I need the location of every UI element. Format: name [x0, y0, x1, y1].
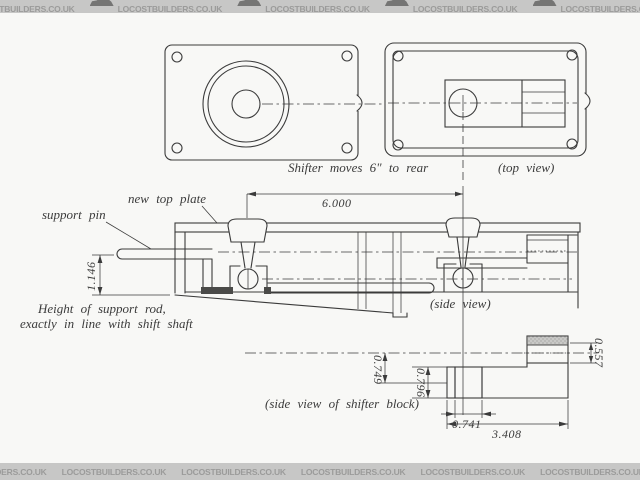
watermark-text: LOCOSTBUILDERS.CO.UK — [420, 466, 526, 477]
dim-0796: 0.796 — [414, 368, 428, 398]
watermark-text: LOCOSTBUILDERS.CO.UK — [181, 466, 286, 477]
car-icon — [532, 0, 557, 6]
watermark-text: LOCOSTBUILDERS.CO.UK — [412, 3, 518, 14]
watermark-unit: LOCOSTBUILDERS.CO.UK — [421, 467, 526, 477]
watermark-unit: LOCOSTBUILDERS.CO.UK — [237, 0, 370, 13]
shifter-hole — [231, 89, 261, 119]
watermark-unit: LOCOSTBUILDERS.CO.UK — [89, 0, 223, 14]
watermark-text: LOCOSTBUILDERS.CO.UK — [0, 3, 75, 14]
watermark-unit: LOCOSTBUILDERS.CO.UK — [532, 0, 640, 14]
side-view — [116, 217, 581, 318]
watermark-unit: LOCOSTBUILDERS.CO.UK — [181, 467, 286, 477]
watermark-text: LOCOSTBUILDERS.CO.UK — [0, 466, 47, 477]
note-support-rod-1: Height of support rod, — [37, 301, 166, 316]
dimension-tab-thickness: 0.557 — [570, 338, 606, 368]
dimension-block-length: 3.408 — [446, 400, 569, 441]
note-new-top-plate: new top plate — [128, 191, 206, 206]
dimension-shifter-travel: 6.000 — [246, 191, 463, 218]
watermark-unit: LOCOSTBUILDERS.CO.UK — [62, 467, 167, 477]
dim-6000: 6.000 — [322, 196, 352, 210]
dim-3408: 3.408 — [491, 427, 522, 441]
watermark-band-bottom: LOCOSTBUILDERS.CO.UK LOCOSTBUILDERS.CO.U… — [0, 463, 640, 480]
watermark-text: LOCOSTBUILDERS.CO.UK — [540, 466, 640, 477]
shifter-opening-outer — [202, 60, 290, 148]
shifter-knob-left — [227, 218, 268, 243]
shifter-block-detail — [245, 335, 597, 399]
watermark-text: LOCOSTBUILDERS.CO.UK — [560, 3, 640, 14]
dimension-slot-width: 0.741 — [441, 400, 496, 433]
new-top-plate-outline — [174, 222, 581, 233]
note-support-rod-2: exactly in line with shift shaft — [20, 316, 193, 331]
note-top-view: (top view) — [498, 160, 554, 175]
support-pin-rod — [116, 248, 213, 260]
car-icon — [384, 0, 409, 6]
watermark-unit: LOCOSTBUILDERS.CO.UK — [384, 0, 518, 14]
car-icon — [237, 0, 262, 6]
note-block-view: (side view of shifter block) — [265, 396, 419, 411]
dim-1146: 1.146 — [84, 262, 98, 292]
note-support-pin: support pin — [42, 207, 106, 222]
watermark-unit: LOCOSTBUILDERS.CO.UK — [540, 467, 640, 477]
dimension-support-rod-height: 1.146 — [84, 254, 170, 296]
shifter-block-top-view — [444, 79, 566, 128]
drawing-notes: Shifter moves 6" to rear (top view) new … — [20, 160, 554, 411]
dim-0557: 0.557 — [592, 338, 606, 368]
watermark-text: LOCOSTBUILDERS.CO.UK — [265, 3, 370, 14]
note-side-view: (side view) — [430, 296, 491, 311]
watermark-text: LOCOSTBUILDERS.CO.UK — [300, 466, 406, 477]
shaft-slot — [454, 366, 483, 399]
top-view-left-plate — [164, 44, 384, 161]
watermark-text: LOCOSTBUILDERS.CO.UK — [61, 466, 167, 477]
watermark-unit: LOCOSTBUILDERS.CO.UK — [0, 0, 75, 14]
dimension-center-depth: 0.749 — [371, 353, 447, 385]
watermark-unit: LOCOSTBUILDERS.CO.UK — [301, 467, 406, 477]
dimension-block-thickness: 0.796 — [412, 366, 447, 399]
note-shifter-moves: Shifter moves 6" to rear — [288, 160, 429, 175]
watermark-text: LOCOSTBUILDERS.CO.UK — [117, 3, 223, 14]
car-icon — [89, 0, 114, 6]
top-view-right-plate — [384, 42, 591, 182]
dim-0749: 0.749 — [371, 355, 385, 385]
watermark-band-top: LOCOSTBUILDERS.CO.UK LOCOSTBUILDERS.CO.U… — [0, 0, 640, 13]
watermark-unit: LOCOSTBUILDERS.CO.UK — [0, 467, 47, 477]
